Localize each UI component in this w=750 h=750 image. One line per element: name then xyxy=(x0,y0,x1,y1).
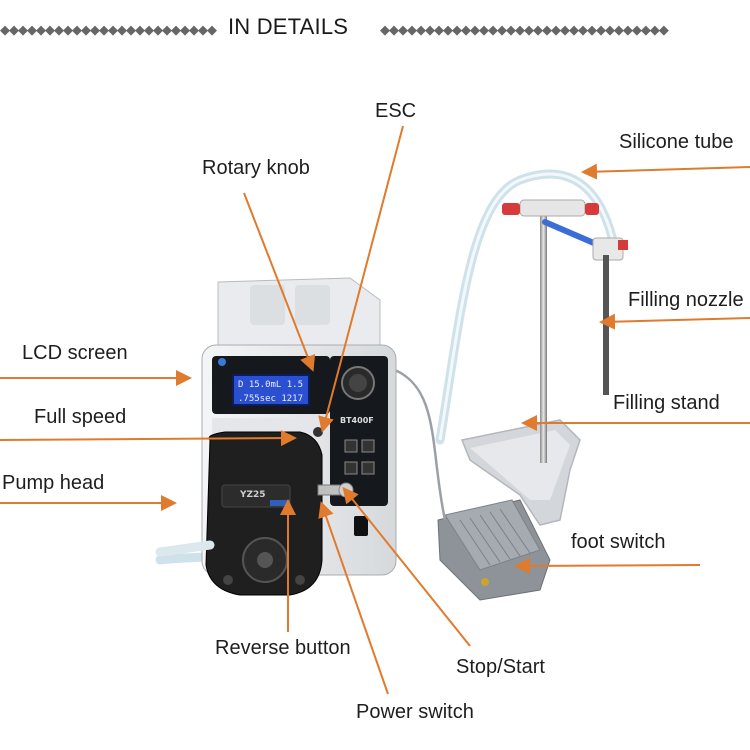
arrow-esc xyxy=(318,125,404,433)
arrow-rotary-knob xyxy=(243,192,316,372)
arrow-full-speed xyxy=(0,430,297,447)
arrow-silicone-tube xyxy=(581,163,750,180)
pump-head xyxy=(205,431,354,596)
label-reverse-button: Reverse button xyxy=(215,637,351,659)
arrow-foot-switch xyxy=(514,557,701,574)
label-rotary-knob: Rotary knob xyxy=(202,157,310,179)
label-pump-head: Pump head xyxy=(2,472,105,494)
arrow-filling-nozzle xyxy=(599,313,750,330)
label-lcd-screen: LCD screen xyxy=(22,342,128,364)
label-full-speed: Full speed xyxy=(34,406,127,428)
page-title: IN DETAILS xyxy=(228,14,349,39)
label-filling-nozzle: Filling nozzle xyxy=(628,289,744,311)
filling-stand-pole xyxy=(540,205,547,463)
filling-nozzle xyxy=(603,255,609,395)
label-filling-stand: Filling stand xyxy=(613,392,720,414)
foot-switch xyxy=(437,499,551,601)
lcd-line-2: .755sec 1217 xyxy=(238,394,304,404)
header-decoration-right: ◆◆◆◆◆◆◆◆◆◆◆◆◆◆◆◆◆◆◆◆◆◆◆◆◆◆◆◆◆◆◆◆ xyxy=(380,22,669,37)
arrow-power-switch xyxy=(318,501,389,695)
label-stop-start: Stop/Start xyxy=(456,656,545,678)
label-silicone-tube: Silicone tube xyxy=(619,131,734,153)
label-power-switch: Power switch xyxy=(356,701,474,723)
model-label: BT400F xyxy=(340,416,374,425)
lcd-line-1: D 15.0mL 1.5 xyxy=(238,380,304,390)
label-foot-switch: foot switch xyxy=(571,531,666,553)
label-esc: ESC xyxy=(375,100,417,122)
pump-head-model-label: YZ25 xyxy=(240,490,266,500)
header-decoration-left: ◆◆◆◆◆◆◆◆◆◆◆◆◆◆◆◆◆◆◆◆◆◆◆◆ xyxy=(0,22,217,37)
lcd-display: D 15.0mL 1.5 .755sec 1217 xyxy=(232,374,310,406)
arrow-stop-start xyxy=(342,486,471,647)
